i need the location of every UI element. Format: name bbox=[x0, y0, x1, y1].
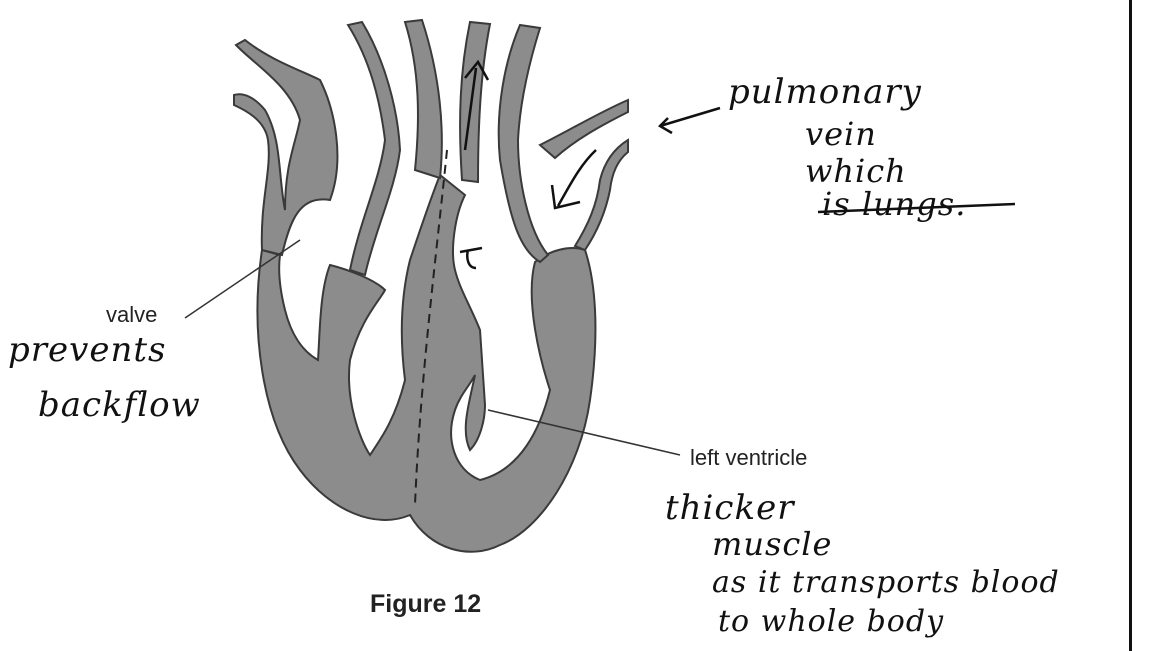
vein-note-line-2: vein bbox=[805, 115, 877, 153]
handwritten-t-mark bbox=[460, 248, 482, 268]
valve-note-line-1: prevents bbox=[8, 330, 166, 370]
pulmonary-artery-wall bbox=[348, 22, 400, 275]
figure-caption: Figure 12 bbox=[370, 590, 481, 619]
pulmonary-vein-wall bbox=[540, 100, 628, 250]
ventricle-note-line-3: as it transports blood bbox=[712, 565, 1060, 600]
ventricle-note-line-1: thicker bbox=[665, 488, 794, 528]
left-ventricle-label: left ventricle bbox=[690, 445, 807, 471]
ventricle-note-line-4: to whole body bbox=[718, 604, 944, 639]
ventricle-note-line-2: muscle bbox=[712, 525, 832, 563]
vein-note-line-1: pulmonary bbox=[728, 72, 922, 112]
down-left-arrow-icon bbox=[552, 150, 596, 208]
vein-note-struck-text: is lungs. bbox=[822, 185, 966, 223]
valve-note-line-2: backflow bbox=[38, 385, 201, 425]
valve-label: valve bbox=[106, 302, 157, 328]
ventricle-wall bbox=[258, 175, 596, 552]
pointer-arrow-icon bbox=[660, 108, 720, 133]
right-atrium-wall bbox=[234, 40, 337, 255]
page-edge-border bbox=[1129, 0, 1132, 651]
